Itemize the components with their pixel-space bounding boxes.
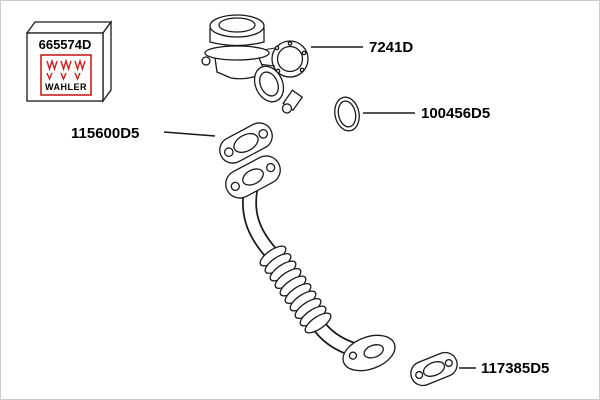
part-label-seal-ring: 100456D5 <box>421 105 490 122</box>
brand-box-part-number: 665574D <box>39 37 92 52</box>
valve-bottom-port <box>281 89 304 114</box>
upper-gasket-center-hole <box>233 133 259 153</box>
valve-mid-flange <box>204 45 270 61</box>
pipe-bellows <box>259 245 332 334</box>
brand-box: 665574D WAHLER <box>25 20 113 103</box>
part-label-lower-gasket: 117385D5 <box>481 360 549 377</box>
wahler-brand-text: WAHLER <box>45 82 87 92</box>
egr-pipe-drawing <box>225 155 396 372</box>
wahler-zigzag-icon <box>46 58 86 72</box>
brand-box-top-face <box>25 21 113 34</box>
valve-left-port <box>201 56 211 66</box>
lower-gasket-center-hole <box>422 361 446 377</box>
wahler-zigzag-icon-small <box>46 72 81 81</box>
part-label-valve: 7241D <box>369 39 413 56</box>
upper-gasket-drawing <box>219 122 273 164</box>
brand-box-side-face <box>102 20 112 103</box>
wahler-logo: WAHLER <box>40 54 92 96</box>
pipe-upper-flange <box>225 155 281 199</box>
part-label-upper-gasket: 115600D5 <box>71 125 139 142</box>
leader-line-upper-gasket <box>163 131 216 137</box>
valve-actuator-inner <box>276 45 304 73</box>
seal-ring-drawing <box>334 96 360 132</box>
lower-gasket-drawing <box>410 351 458 387</box>
egr-valve-drawing <box>201 14 309 114</box>
pipe-lower-flange <box>342 334 396 372</box>
valve-outlet-flange <box>253 65 285 103</box>
seal-ring-inner <box>337 100 357 128</box>
valve-top-cap-inner <box>218 17 256 33</box>
